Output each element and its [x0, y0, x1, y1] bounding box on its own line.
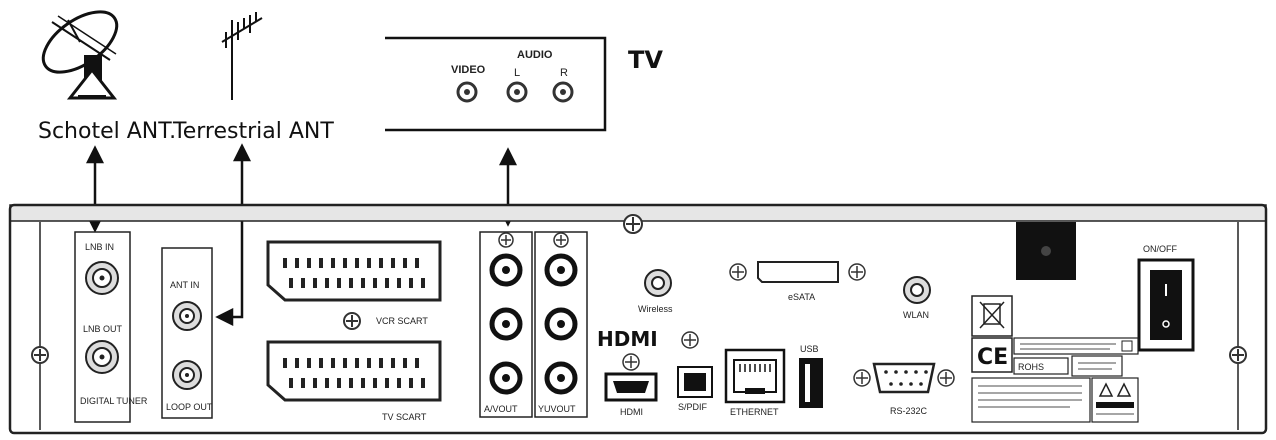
tv-video-label: VIDEO — [451, 64, 486, 76]
ethernet-port-icon — [724, 348, 786, 404]
vcr-scart-connector-icon — [266, 240, 442, 302]
tv-label: TV — [628, 46, 663, 74]
screw-icon — [343, 312, 361, 330]
hdmi-port-icon — [604, 372, 658, 402]
tv-audio-r-label: R — [560, 67, 568, 79]
vcr-scart-label: VCR SCART — [376, 316, 428, 326]
warning-triangle-icon — [1098, 382, 1132, 397]
loop-out-label: LOOP OUT — [166, 402, 213, 412]
terrestrial-connection-arrow — [215, 143, 252, 327]
loop-out-connector-icon — [172, 360, 202, 390]
lnb-in-label: LNB IN — [85, 242, 114, 252]
screw-icon — [498, 232, 514, 248]
tv-scart-connector-icon — [266, 340, 442, 402]
yuv-out-label: YUVOUT — [538, 404, 576, 414]
tv-audio-label: AUDIO — [517, 49, 553, 61]
spdif-label: S/PDIF — [678, 402, 708, 412]
satellite-dish-icon — [41, 10, 119, 100]
tv-video-jack-icon — [456, 81, 478, 103]
screw-icon — [623, 214, 643, 234]
tv-panel: VIDEO AUDIO L R — [385, 36, 607, 132]
usb-port-icon — [799, 358, 823, 408]
screw-icon — [31, 346, 49, 364]
onoff-label: ON/OFF — [1143, 244, 1177, 254]
screw-icon — [681, 331, 699, 349]
ce-mark: CE — [977, 345, 1008, 370]
wlan-connector-icon — [903, 276, 931, 304]
ethernet-label: ETHERNET — [730, 407, 779, 417]
power-socket-icon — [1016, 222, 1076, 280]
certification-labels: CE ROHS — [971, 295, 1139, 423]
esata-label: eSATA — [788, 292, 815, 302]
power-switch-icon — [1137, 258, 1195, 352]
tv-audio-l-label: L — [514, 67, 520, 79]
tv-audio-l-jack-icon — [506, 81, 528, 103]
terrestrial-antenna-icon — [221, 12, 263, 100]
av-out-rca-jack-icon — [489, 253, 523, 395]
hdmi-logo: HDMI — [597, 327, 658, 351]
terrestrial-antenna-label: Terrestrial ANT — [172, 119, 334, 144]
digital-tuner-label: DIGITAL TUNER — [80, 396, 148, 406]
wireless-connector-icon — [644, 269, 672, 297]
screw-icon — [553, 232, 569, 248]
hdmi-label: HDMI — [620, 407, 643, 417]
yuv-out-rca-jack-icon — [544, 253, 578, 395]
esata-connector-icon — [729, 261, 866, 283]
screw-icon — [622, 353, 640, 371]
weee-bin-icon — [979, 301, 1005, 329]
wlan-label: WLAN — [903, 310, 929, 320]
tv-scart-label: TV SCART — [382, 412, 427, 422]
spdif-port-icon — [677, 366, 713, 398]
lnb-out-connector-icon — [85, 340, 119, 374]
satellite-antenna-label: Schotel ANT. — [38, 119, 176, 144]
rs232c-port-icon — [853, 362, 955, 394]
rs232c-label: RS-232C — [890, 406, 928, 416]
tv-audio-r-jack-icon — [552, 81, 574, 103]
screw-icon — [1229, 346, 1247, 364]
ant-in-connector-icon — [172, 301, 202, 331]
ant-in-label: ANT IN — [170, 280, 199, 290]
av-out-label: A/VOUT — [484, 404, 518, 414]
lnb-out-label: LNB OUT — [83, 324, 123, 334]
wireless-label: Wireless — [638, 304, 673, 314]
rohs-label: ROHS — [1018, 362, 1044, 372]
receiver-rear-panel: LNB IN LNB OUT DIGITAL TUNER ANT IN LOOP… — [8, 203, 1268, 435]
usb-label: USB — [800, 344, 819, 354]
lnb-in-connector-icon — [85, 261, 119, 295]
